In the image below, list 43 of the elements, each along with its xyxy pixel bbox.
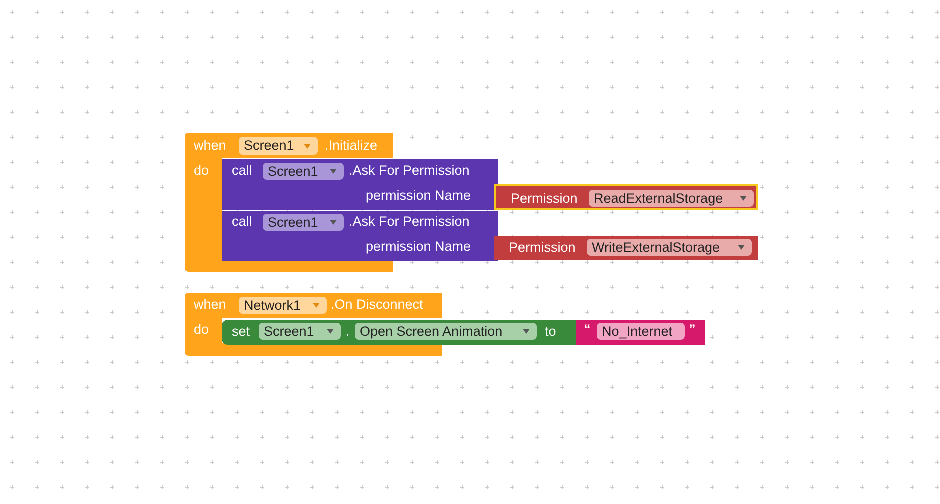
dropdown-field (263, 163, 344, 180)
block-keyword: when (194, 137, 226, 155)
dropdown-field (589, 190, 754, 207)
event-name: .Initialize (325, 137, 378, 155)
dropdown-field (587, 239, 752, 256)
dropdown-value: Screen1 (268, 162, 318, 180)
block-label: Permission (511, 190, 578, 208)
block-keyword: when (194, 296, 226, 314)
quote-mark: “ (584, 321, 591, 339)
event-name: .On Disconnect (331, 296, 424, 314)
text-string-block (576, 320, 705, 345)
setter-block (222, 320, 578, 345)
dropdown-field (355, 323, 537, 340)
block-keyword: to (545, 323, 556, 341)
dropdown-field (259, 323, 341, 340)
method-name: .Ask For Permission (349, 213, 470, 231)
dropdown-field (263, 214, 344, 231)
parameter-label: permission Name (366, 238, 472, 256)
method-call-block (222, 159, 498, 210)
permission-block (494, 236, 758, 260)
text-field (597, 323, 685, 340)
dropdown-value: Screen1 (244, 137, 294, 155)
dropdown-value: Open Screen Animation (360, 322, 503, 340)
dropdown-value: Screen1 (268, 214, 318, 232)
dropdown-value: WriteExternalStorage (592, 238, 720, 256)
method-name: .Ask For Permission (349, 162, 470, 180)
permission-block (494, 184, 758, 210)
method-call-block (222, 211, 498, 261)
block-keyword: set (232, 323, 250, 341)
block-keyword: do (194, 321, 210, 339)
dropdown-value: Network1 (244, 296, 302, 314)
dropdown-value: Screen1 (264, 322, 314, 340)
block-keyword: call (232, 213, 252, 231)
block-keyword: call (232, 162, 252, 180)
field-value: No_Internet (602, 322, 673, 340)
block-label: Permission (509, 239, 576, 257)
dropdown-field (239, 137, 318, 155)
dropdown-value: ReadExternalStorage (594, 190, 724, 208)
quote-mark: ” (689, 321, 696, 339)
dropdown-field (239, 297, 327, 314)
block-keyword: do (194, 162, 210, 180)
parameter-label: permission Name (366, 187, 472, 205)
dot-separator: . (346, 323, 350, 341)
